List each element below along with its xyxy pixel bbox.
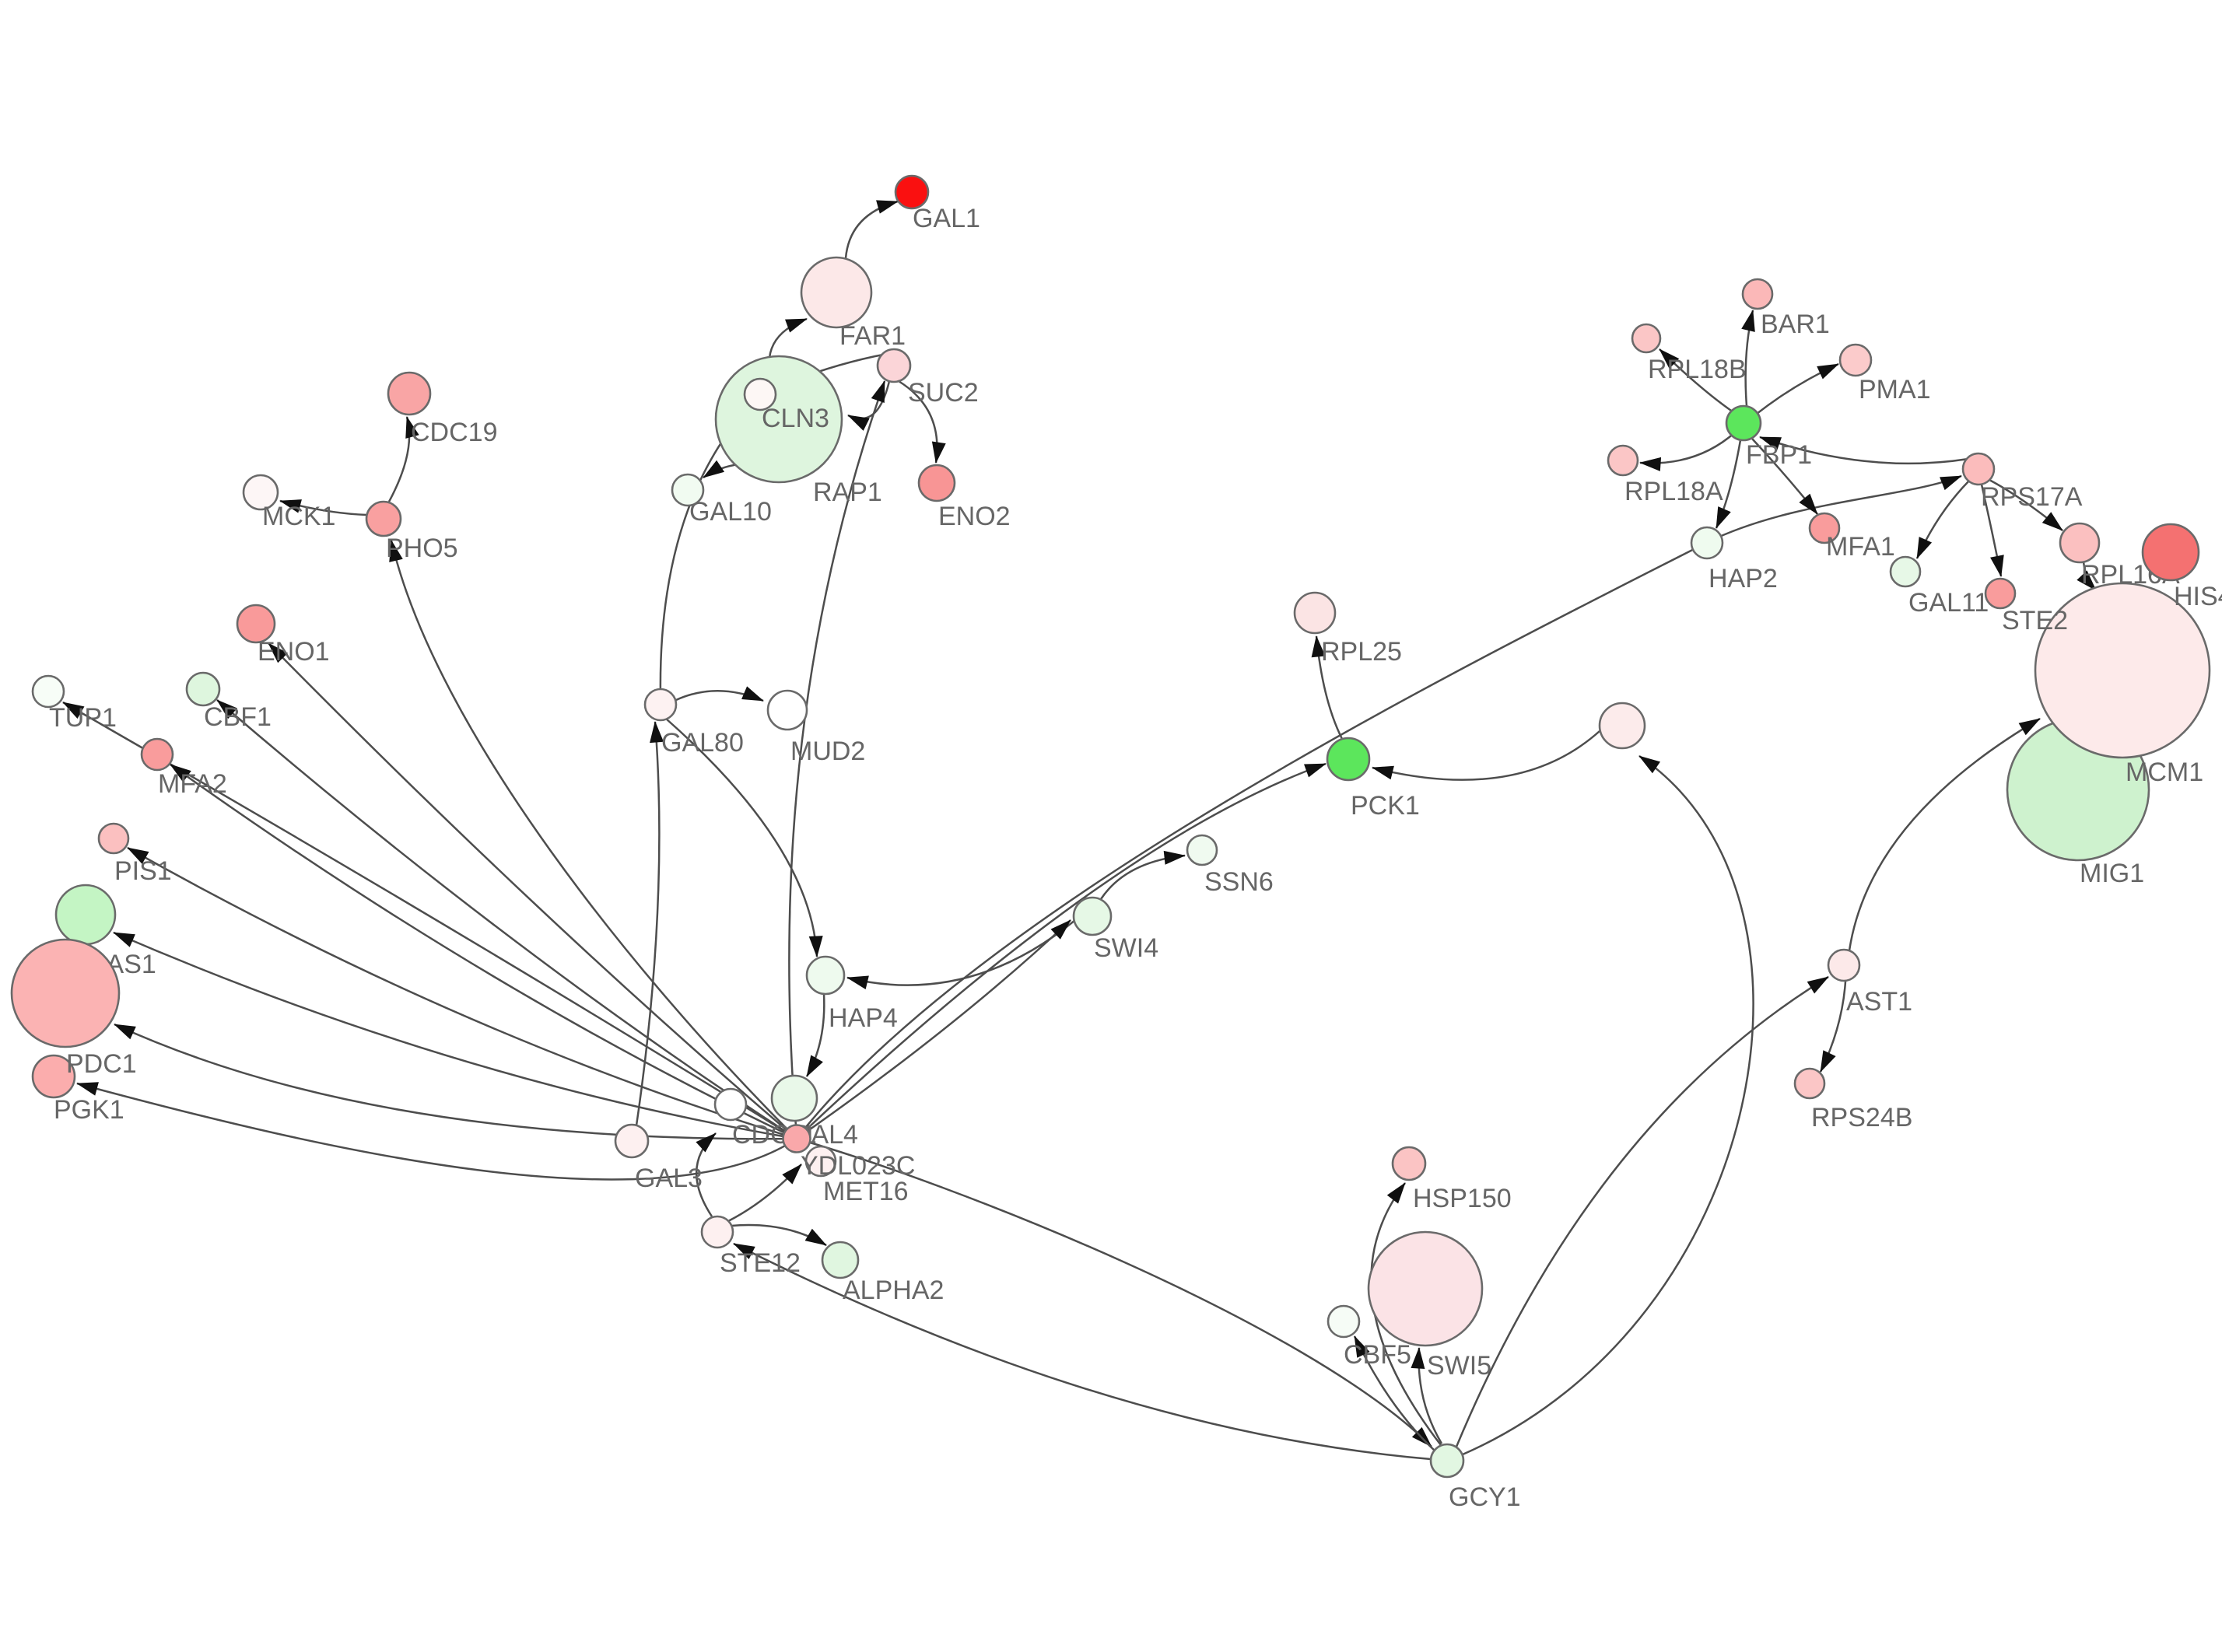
svg-text:RAP1: RAP1 (813, 478, 882, 507)
svg-text:CBF5: CBF5 (1344, 1340, 1411, 1370)
svg-text:YDL023C: YDL023C (801, 1151, 915, 1181)
svg-text:GAL10: GAL10 (689, 497, 772, 527)
svg-text:HSP150: HSP150 (1413, 1184, 1512, 1213)
svg-text:ENO2: ENO2 (938, 502, 1011, 531)
svg-text:TUP1: TUP1 (49, 703, 117, 733)
svg-text:SSN6: SSN6 (1204, 867, 1274, 897)
svg-text:RPL18A: RPL18A (1624, 477, 1723, 506)
svg-text:PIS1: PIS1 (114, 856, 172, 886)
svg-text:ENO1: ENO1 (258, 637, 330, 667)
svg-text:STE12: STE12 (720, 1248, 801, 1278)
svg-text:PCK1: PCK1 (1351, 791, 1420, 821)
svg-text:GAL80: GAL80 (661, 728, 744, 758)
svg-text:MET16: MET16 (823, 1177, 909, 1206)
svg-text:FBP1: FBP1 (1746, 440, 1812, 470)
svg-text:BAR1: BAR1 (1761, 310, 1830, 339)
svg-text:GAL11: GAL11 (1908, 588, 1989, 618)
svg-text:SUC2: SUC2 (908, 378, 979, 408)
svg-text:MCM1: MCM1 (2126, 758, 2203, 787)
svg-text:RPL18B: RPL18B (1648, 355, 1747, 384)
svg-text:RPS17A: RPS17A (1981, 482, 2083, 512)
svg-text:GCY1: GCY1 (1449, 1482, 1521, 1512)
svg-text:HAP2: HAP2 (1709, 564, 1778, 593)
svg-text:RPL25: RPL25 (1321, 637, 1402, 667)
svg-text:CDC19: CDC19 (411, 418, 497, 447)
svg-text:HIS4: HIS4 (2174, 582, 2222, 611)
svg-text:SWI5: SWI5 (1427, 1351, 1491, 1381)
svg-text:HAP4: HAP4 (829, 1003, 898, 1033)
svg-text:PDC1: PDC1 (66, 1049, 137, 1079)
svg-text:PHO5: PHO5 (386, 534, 458, 563)
svg-text:MCK1: MCK1 (262, 502, 335, 531)
svg-text:ALPHA2: ALPHA2 (843, 1276, 944, 1305)
svg-text:FAR1: FAR1 (839, 321, 906, 351)
svg-text:MFA1: MFA1 (1826, 532, 1895, 562)
svg-text:PMA1: PMA1 (1859, 375, 1931, 404)
svg-text:CLN3: CLN3 (762, 404, 829, 433)
svg-text:GAL3: GAL3 (635, 1164, 703, 1193)
svg-text:MFA2: MFA2 (158, 769, 227, 799)
svg-text:GAL1: GAL1 (913, 204, 980, 233)
svg-text:MIG1: MIG1 (2080, 859, 2144, 888)
svg-text:MUD2: MUD2 (790, 737, 865, 766)
svg-text:STE2: STE2 (2002, 606, 2068, 635)
svg-text:RPS24B: RPS24B (1811, 1103, 1912, 1132)
svg-text:AST1: AST1 (1846, 987, 1912, 1017)
svg-text:SWI4: SWI4 (1094, 933, 1158, 963)
svg-text:CBF1: CBF1 (204, 702, 272, 732)
svg-text:PGK1: PGK1 (54, 1095, 124, 1125)
